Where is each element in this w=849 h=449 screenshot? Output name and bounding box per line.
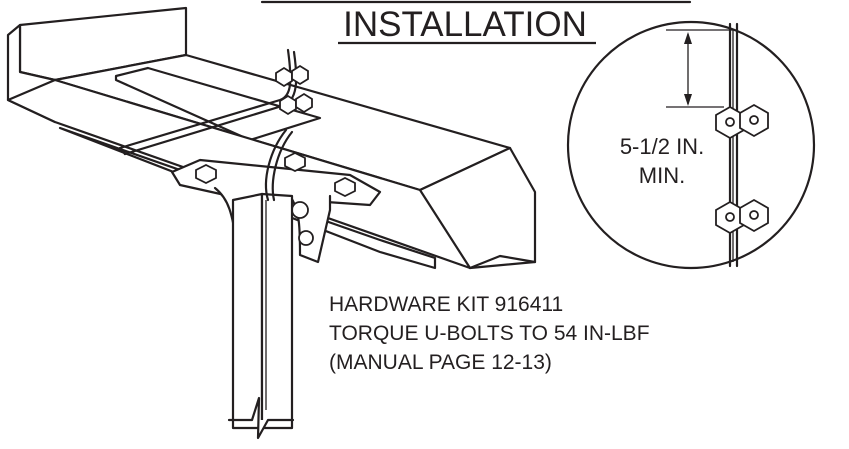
title-block: INSTALLATION [260, 0, 692, 45]
ground-wire [118, 48, 313, 202]
dimension-label-min: MIN. [639, 163, 685, 188]
detail-lower-clamp-icon [715, 198, 769, 235]
dimension-label: 5-1/2 IN. [620, 134, 704, 159]
detail-view: 5-1/2 IN. MIN. [566, 20, 816, 270]
note-line: TORQUE U-BOLTS TO 54 IN-LBF [329, 322, 650, 345]
u-bolt-clamp-icon [279, 92, 313, 116]
note-line: (MANUAL PAGE 12-13) [329, 351, 552, 374]
bracket-bolt-icon [291, 201, 309, 219]
post-side-face [231, 192, 264, 430]
detail-upper-clamp-icon [715, 103, 769, 140]
bracket-nut-icon [284, 151, 306, 173]
beam-bottom-edge [468, 260, 537, 270]
note-line: HARDWARE KIT 916411 [329, 293, 563, 316]
bracket-nut-icon [195, 163, 217, 185]
bracket-nut-icon [334, 176, 356, 198]
wire-down-path [264, 128, 288, 202]
arrow-down-icon [684, 94, 692, 106]
u-bolt-clamp-icon [275, 64, 309, 88]
post-front-face [260, 192, 294, 430]
beam-corner-edge [418, 188, 472, 270]
bracket-bolt-icon [298, 230, 314, 246]
wire-end [118, 146, 127, 156]
title: INSTALLATION [343, 5, 587, 44]
beam-inner-lip [114, 66, 322, 142]
post-break-line [227, 396, 295, 440]
arrow-up-icon [684, 32, 692, 44]
post [227, 192, 295, 440]
wire-down-path-outer [271, 130, 294, 202]
hardware-notes: HARDWARE KIT 916411 TORQUE U-BOLTS TO 54… [329, 293, 650, 374]
